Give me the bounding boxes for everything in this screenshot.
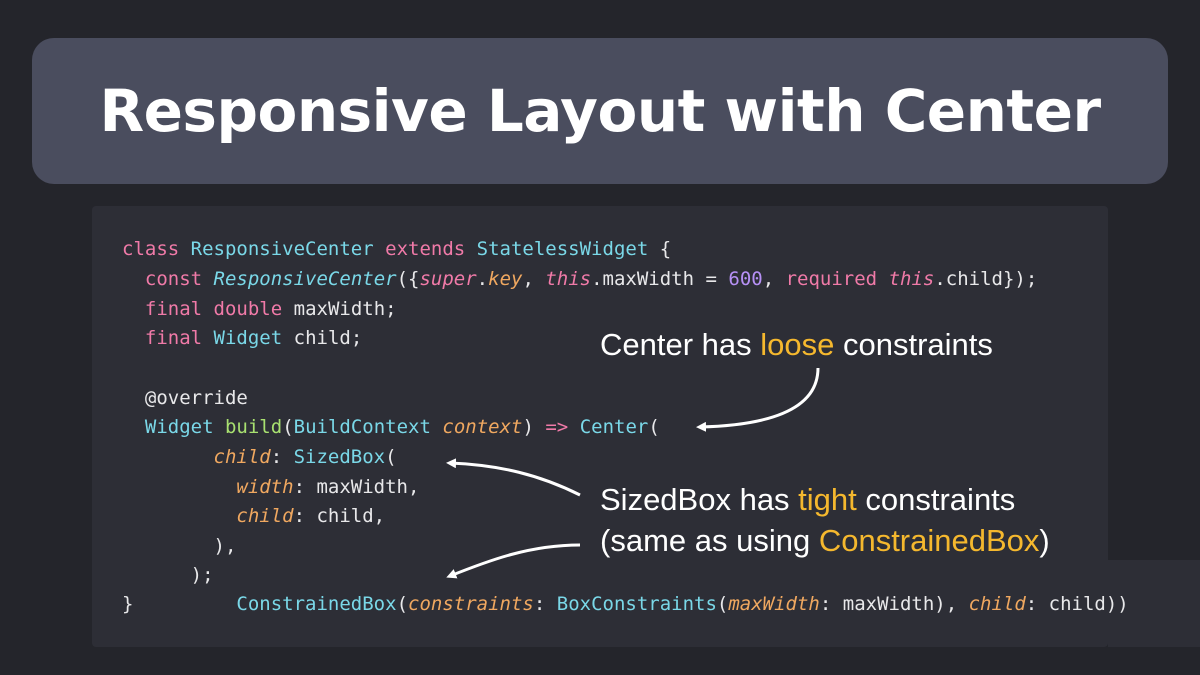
arg-value: : child,	[293, 505, 386, 527]
class-name: ResponsiveCenter	[190, 238, 374, 260]
param-maxwidth: maxWidth	[728, 593, 820, 615]
highlight-loose: loose	[760, 327, 835, 362]
field-decl: child;	[282, 327, 363, 349]
arrow-to-sizedbox	[446, 458, 581, 497]
code-overflow-strip	[1108, 560, 1200, 647]
field-decl: maxWidth;	[282, 298, 397, 320]
arrow-to-constrainedbox	[446, 543, 581, 579]
annotation-text: Center has	[600, 327, 761, 362]
param-context: context	[442, 416, 523, 438]
comma: ,	[522, 268, 546, 290]
type-widget: Widget	[213, 327, 283, 349]
highlight-constrainedbox: ConstrainedBox	[818, 523, 1040, 558]
annotation-center: Center has loose constraints	[600, 327, 993, 363]
param-child: child	[213, 446, 271, 468]
code-line-3: final double maxWidth;	[122, 297, 397, 321]
close-paren: ),	[213, 535, 237, 557]
paren: (	[648, 416, 660, 438]
keyword-final: final	[144, 327, 203, 349]
code-panel	[92, 206, 1108, 647]
paren: )	[522, 416, 546, 438]
annotation-text: SizedBox has	[600, 482, 799, 517]
param-child: child	[968, 593, 1026, 615]
base-class: StatelessWidget	[476, 238, 649, 260]
colon: :	[533, 593, 557, 615]
param-constraints: constraints	[408, 593, 534, 615]
paren: (	[716, 593, 729, 615]
arrow-to-center	[696, 367, 820, 432]
field-child: .child});	[934, 268, 1038, 290]
code-line-12: } ConstrainedBox(constraints: BoxConstra…	[122, 592, 1129, 616]
arg-value: : maxWidth,	[293, 476, 420, 498]
code-line-4: final Widget child;	[122, 326, 362, 350]
annotation-text: constraints	[856, 482, 1016, 517]
arg-value: : child))	[1025, 593, 1129, 615]
paren: (	[282, 416, 294, 438]
highlight-tight: tight	[798, 482, 857, 517]
keyword-final: final	[144, 298, 203, 320]
annotation-constrainedbox: (same as using ConstrainedBox)	[600, 523, 1050, 559]
param-width: width	[236, 476, 294, 498]
annotation-text: (same as using	[600, 523, 819, 558]
keyword-const: const	[144, 268, 203, 290]
code-line-6: Widget build(BuildContext context) => Ce…	[122, 415, 660, 439]
code-line-10: ),	[122, 534, 237, 558]
widget-sizedbox: SizedBox	[293, 446, 386, 468]
annotation-text: )	[1039, 523, 1050, 558]
annotation-sizedbox: SizedBox has tight constraints	[600, 482, 1015, 518]
paren: (	[385, 446, 397, 468]
open-brace: {	[648, 238, 672, 260]
param-key: key	[488, 268, 523, 290]
number-600: 600	[728, 268, 763, 290]
paren: (	[396, 593, 409, 615]
code-line-8: width: maxWidth,	[122, 475, 419, 499]
keyword-super: super	[419, 268, 477, 290]
code-line-7: child: SizedBox(	[122, 445, 397, 469]
type-boxconstraints: BoxConstraints	[556, 593, 717, 615]
widget-constrainedbox: ConstrainedBox	[236, 593, 397, 615]
close-paren: );	[190, 564, 214, 586]
annotation-text: constraints	[834, 327, 993, 362]
type-double: double	[213, 298, 283, 320]
keyword-class: class	[122, 238, 180, 260]
code-line-2: const ResponsiveCenter({super.key, this.…	[122, 267, 1037, 291]
annotation-override: @override	[144, 387, 248, 409]
method-build: build	[224, 416, 283, 438]
title-banner: Responsive Layout with Center	[32, 38, 1168, 184]
code-line-5: @override	[122, 386, 248, 410]
keyword-this: this	[888, 268, 935, 290]
constructor-name: ResponsiveCenter	[213, 268, 397, 290]
widget-center: Center	[579, 416, 649, 438]
param-child: child	[236, 505, 294, 527]
close-brace: }	[122, 593, 134, 615]
dot: .	[476, 268, 489, 290]
page-title: Responsive Layout with Center	[99, 77, 1101, 145]
keyword-required: required	[785, 268, 878, 290]
arg-value: : maxWidth),	[819, 593, 969, 615]
keyword-this: this	[545, 268, 592, 290]
code-line-1: class ResponsiveCenter extends Stateless…	[122, 237, 671, 261]
type-widget: Widget	[144, 416, 214, 438]
type-buildcontext: BuildContext	[293, 416, 431, 438]
field-maxwidth: .maxWidth =	[591, 268, 729, 290]
comma: ,	[762, 268, 786, 290]
paren: ({	[396, 268, 420, 290]
code-line-11: );	[122, 563, 214, 587]
colon: :	[270, 446, 294, 468]
code-line-9: child: child,	[122, 504, 385, 528]
arrow-operator: =>	[545, 416, 569, 438]
keyword-extends: extends	[385, 238, 466, 260]
